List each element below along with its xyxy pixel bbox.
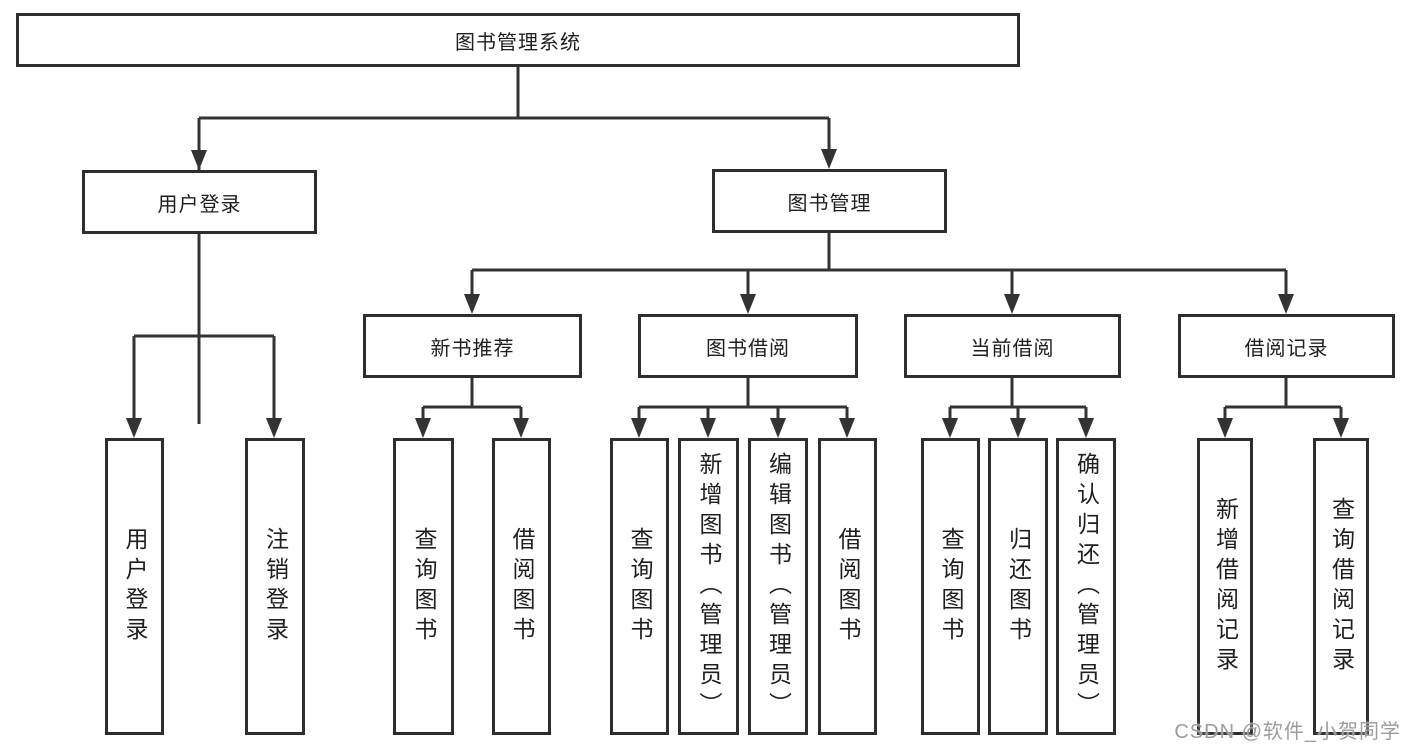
node-query-books-recommend: 查询图书 [393, 438, 454, 735]
node-logout-action: 注销登录 [245, 438, 305, 735]
node-borrow-books-borrowing: 借阅图书 [818, 438, 877, 735]
node-add-borrow-record: 新增借阅记录 [1197, 438, 1253, 735]
node-query-borrow-record: 查询借阅记录 [1313, 438, 1369, 735]
node-confirm-return-admin: 确认归还（管理员） [1056, 438, 1116, 735]
node-user-login-action: 用户登录 [105, 438, 164, 735]
node-add-books-admin: 新增图书（管理员） [678, 438, 739, 735]
node-borrow-books-recommend: 借阅图书 [492, 438, 551, 735]
node-current-borrowing: 当前借阅 [904, 314, 1121, 378]
node-library-management-system: 图书管理系统 [16, 13, 1020, 67]
node-edit-books-admin: 编辑图书（管理员） [748, 438, 808, 735]
node-query-books-current: 查询图书 [921, 438, 980, 735]
node-user-login: 用户登录 [82, 170, 317, 234]
node-book-management: 图书管理 [712, 169, 947, 233]
node-book-borrowing: 图书借阅 [638, 314, 858, 378]
node-new-book-recommendation: 新书推荐 [363, 314, 582, 378]
node-return-books: 归还图书 [988, 438, 1048, 735]
node-borrowing-records: 借阅记录 [1178, 314, 1395, 378]
node-query-books-borrowing: 查询图书 [610, 438, 669, 735]
watermark: CSDN @软件_小贺同学 [1174, 721, 1401, 743]
